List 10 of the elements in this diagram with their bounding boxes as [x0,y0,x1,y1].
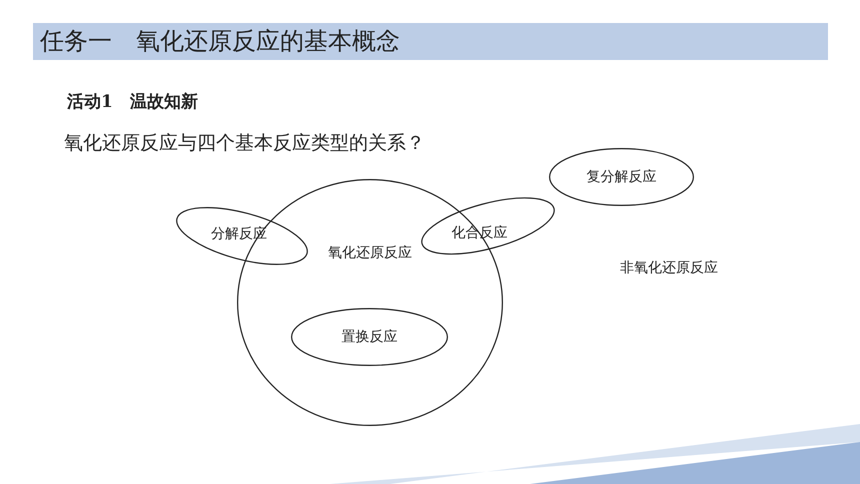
set-label: 化合反应 [451,224,508,242]
region-label: 非氧化还原反应 [620,259,718,277]
set-label: 复分解反应 [586,168,656,186]
set-label: 置换反应 [342,328,398,346]
page-title: 任务一 氧化还原反应的基本概念 [40,26,400,56]
set-ellipse [291,308,448,366]
question-text: 氧化还原反应与四个基本反应类型的关系？ [64,131,425,156]
activity-heading: 活动1 温故知新 [67,91,198,113]
set-ellipse [549,148,694,206]
set-label: 氧化还原反应 [328,244,412,262]
